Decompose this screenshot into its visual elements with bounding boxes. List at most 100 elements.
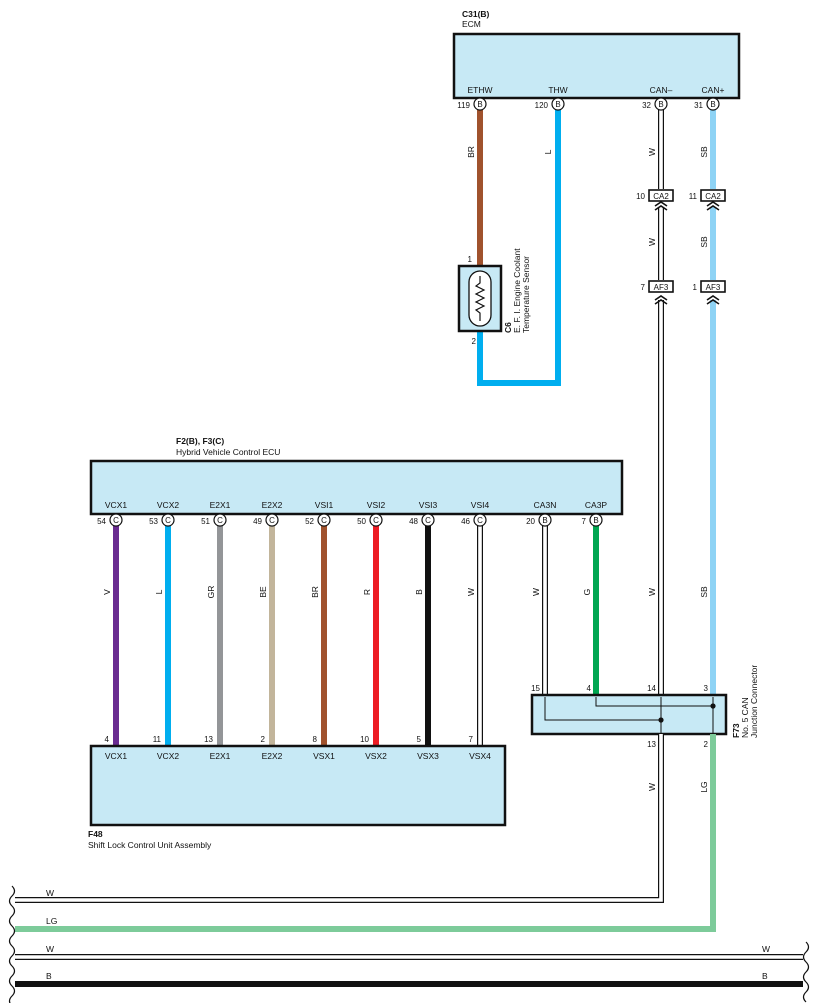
junction-box [530, 693, 728, 736]
ecm-terminal-can-plus: CAN+ [702, 85, 725, 95]
shift-lock-pin-2: 2 [261, 735, 266, 744]
hv-ecu-pin-marker [161, 513, 175, 527]
hv-ecu-pin-conn: C [321, 516, 327, 525]
thermistor-icon [468, 270, 492, 327]
junction-wire-w-upper: W [647, 588, 657, 596]
svg-text:B: B [555, 100, 560, 109]
hv-ecu-pin-marker [109, 513, 123, 527]
sensor-pin-1: 1 [468, 255, 473, 264]
bottom-bus: W LG W W B B [8, 885, 810, 1003]
hv-ecu-pin-marker [421, 513, 435, 527]
svg-text:B: B [710, 100, 715, 109]
shift-lock-pin-8: 8 [313, 735, 318, 744]
wire-color-label-v: V [102, 589, 112, 595]
wire-color-label-w: W [531, 588, 541, 596]
shift-lock-terminal-vsx4: VSX4 [469, 751, 491, 761]
hv-ecu-pin-marker [265, 513, 279, 527]
af3-pin-right: 1 [693, 283, 698, 292]
shift-lock-terminal-vsx1: VSX1 [313, 751, 335, 761]
shift-lock-terminal-vsx2: VSX2 [365, 751, 387, 761]
junction-connector-id: F73 [731, 723, 741, 738]
wire-label-l: L [543, 149, 553, 154]
junction-pin-4: 4 [587, 684, 592, 693]
hv-ecu-pin-conn: C [165, 516, 171, 525]
left-break-mark [8, 885, 16, 1003]
hv-ecu-terminal-ca3p: CA3P [585, 500, 608, 510]
shift-lock-pin-4: 4 [105, 735, 110, 744]
ecm-terminal-can-minus: CAN– [650, 85, 673, 95]
wire-color-label-be: BE [258, 586, 268, 598]
coolant-temp-sensor: 1 2 C6 E. F. I. Engine Coolant Temperatu… [457, 248, 531, 346]
bus-label-b-left: B [46, 971, 52, 981]
shift-lock-terminal-e2x1: E2X1 [210, 751, 231, 761]
wire-label-br: BR [466, 146, 476, 158]
sensor-name-line1: E. F. I. Engine Coolant [512, 248, 522, 333]
inline-connectors: 10 CA2 11 CA2 7 AF3 1 AF3 [636, 189, 726, 305]
bus-label-w2-right: W [762, 944, 770, 954]
shift-lock-pin-10: 10 [360, 735, 369, 744]
hv-ecu-box [89, 459, 624, 516]
ecm-wires: 119 B 120 B 32 B 31 B BR L W SB W SB [457, 97, 720, 696]
hv-ecu-pin-marker [369, 513, 383, 527]
svg-text:W: W [647, 238, 657, 246]
shift-lock-pin-5: 5 [417, 735, 422, 744]
shift-lock-terminal-vcx2: VCX2 [157, 751, 179, 761]
shift-lock-pin-13: 13 [204, 735, 213, 744]
ecm-block: C31(B) ECM ETHW THW CAN– CAN+ [452, 9, 741, 100]
hv-ecu-pin-46: 46 [461, 517, 470, 526]
hv-ecu-pin-53: 53 [149, 517, 158, 526]
junction-pin-3: 3 [704, 684, 709, 693]
wire-color-label-w: W [466, 588, 476, 596]
ca2-pin-left: 10 [636, 192, 645, 201]
hv-ecu-connector-id: F2(B), F3(C) [176, 436, 224, 446]
junction-wire-lg-lower: LG [699, 781, 709, 792]
connector-af3-right [700, 280, 726, 293]
connector-ca2-left [648, 189, 674, 202]
junction-pin-13: 13 [647, 740, 656, 749]
hv-ecu-block: F2(B), F3(C) Hybrid Vehicle Control ECU … [89, 436, 624, 516]
hv-ecu-pin-marker [473, 513, 487, 527]
connector-af3-left [648, 280, 674, 293]
right-break-mark [802, 941, 810, 1003]
sensor-connector-id: C6 [503, 322, 513, 333]
hv-ecu-pin-54: 54 [97, 517, 106, 526]
hv-ecu-pin-50: 50 [357, 517, 366, 526]
svg-text:B: B [658, 100, 663, 109]
bus-label-w2-left: W [46, 944, 54, 954]
hv-ecu-pin-conn: B [542, 516, 547, 525]
hv-ecu-pin-conn: C [113, 516, 119, 525]
ecm-pin-31: 31 [694, 101, 703, 110]
bus-label-b-right: B [762, 971, 768, 981]
svg-text:CA2: CA2 [705, 192, 721, 201]
ecm-terminal-ethw: ETHW [467, 85, 492, 95]
svg-text:AF3: AF3 [706, 283, 721, 292]
svg-text:B: B [477, 100, 482, 109]
shift-lock-terminal-vcx1: VCX1 [105, 751, 127, 761]
hv-ecu-pin-marker [213, 513, 227, 527]
wire-color-label-g: G [582, 589, 592, 596]
junction-output-wires: W LG [15, 734, 716, 932]
hv-ecu-pin-51: 51 [201, 517, 210, 526]
junction-name-line1: No. 5 CAN [740, 697, 750, 738]
hv-ecu-terminal-vsi4: VSI4 [471, 500, 490, 510]
wire-label-w: W [647, 148, 657, 156]
shift-lock-terminals: 4VCX111VCX213E2X12E2X28VSX110VSX25VSX37V… [105, 735, 492, 761]
wire-lg-bus [15, 734, 716, 932]
hv-ecu-pin-marker [317, 513, 331, 527]
hv-ecu-pin-conn: C [217, 516, 223, 525]
hv-ecu-pin-marker [538, 513, 552, 527]
hv-ecu-pin-conn: C [477, 516, 483, 525]
shift-lock-pin-7: 7 [469, 735, 474, 744]
connector-ca2-right [700, 189, 726, 202]
junction-name-line2: Junction Connector [749, 665, 759, 738]
bus-label-lg: LG [46, 916, 57, 926]
hv-ecu-pin-conn: B [593, 516, 598, 525]
ecm-name: ECM [462, 19, 481, 29]
hv-ecu-terminal-vcx1: VCX1 [105, 500, 127, 510]
hv-ecu-terminal-vcx2: VCX2 [157, 500, 179, 510]
hv-ecu-pin-52: 52 [305, 517, 314, 526]
ecm-connector-id: C31(B) [462, 9, 490, 19]
